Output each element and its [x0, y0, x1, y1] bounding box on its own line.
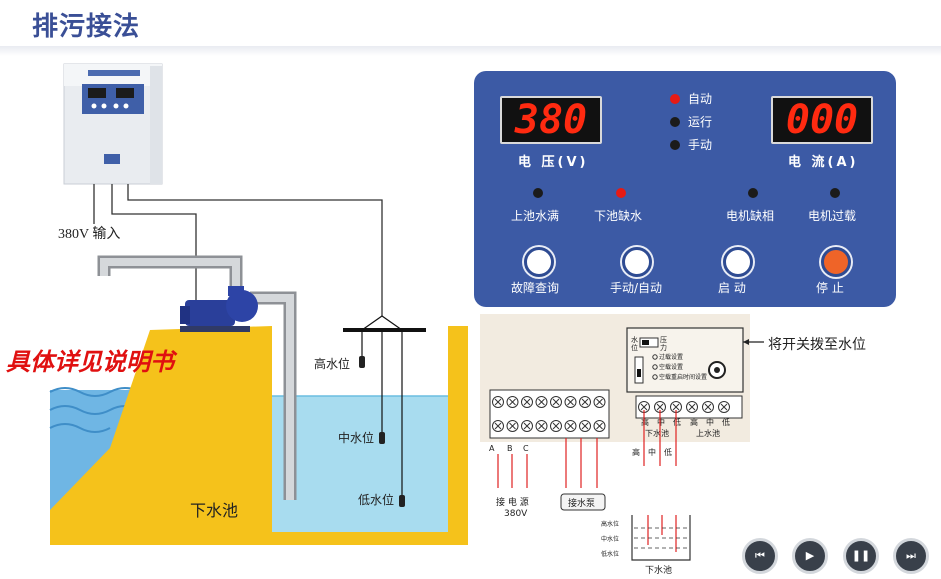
mid-level-label: 中水位 [338, 430, 374, 445]
fault-query-button[interactable] [524, 247, 554, 277]
current-display: 000 [771, 96, 873, 144]
manual-label: 手动 [688, 136, 712, 153]
probe-low: 低 [664, 447, 672, 457]
setting-noload: 空载设置 [659, 363, 683, 371]
pause-button[interactable]: ❚❚ [843, 538, 879, 574]
switch-top-label: 水 [631, 335, 638, 344]
fault-query-label: 故障查询 [511, 279, 559, 296]
power-label: 接 电 源 [496, 496, 529, 508]
wire-pump [112, 184, 196, 300]
setting-overload: 过载设置 [659, 353, 683, 361]
setting-restart: 空载重启时间设置 [659, 373, 707, 381]
power-terminals [490, 390, 609, 438]
tank [632, 515, 690, 560]
voltage-label: 电 压(V) [518, 151, 588, 170]
lower-short-label: 下池缺水 [594, 207, 642, 224]
overload-label: 电机过载 [808, 207, 856, 224]
phase-loss-label: 电机缺相 [726, 207, 774, 224]
stop-button[interactable] [821, 247, 851, 277]
tank-water [634, 528, 688, 548]
upper-full-indicator [533, 188, 543, 198]
controller-box [64, 64, 162, 184]
switch-right-top-label: 压 [660, 336, 667, 344]
phase-loss-indicator [748, 188, 758, 198]
high-level-label: 高水位 [314, 356, 350, 371]
term-lower-high: 高 [641, 417, 649, 427]
skip-back-icon: ⏮ [745, 541, 775, 571]
sensor-terminals [636, 396, 742, 418]
page-title: 排污接法 [32, 6, 140, 43]
media-controls: ⏮ ▶ ❚❚ ⏭ [740, 536, 930, 574]
manual-note: 具体详见说明书 [5, 348, 178, 376]
tank-label: 下水池 [645, 564, 672, 576]
term-upper-mid: 中 [706, 417, 714, 427]
stop-label: 停 止 [816, 279, 844, 296]
term-upper-low: 低 [722, 417, 730, 427]
group-lower-label: 下水池 [645, 428, 669, 438]
float-mid [379, 432, 385, 444]
probe-mid: 中 [648, 447, 656, 457]
term-upper-high: 高 [690, 417, 698, 427]
phase-a: A [489, 444, 495, 453]
phase-c: C [523, 444, 529, 453]
skip-forward-button[interactable]: ⏭ [893, 538, 929, 574]
term-lower-low: 低 [673, 417, 681, 427]
control-panel: 380 000 电 压(V) 电 流(A) 自动 运行 手动 上池水满 下池缺水… [474, 71, 896, 307]
run-label: 运行 [688, 113, 712, 130]
low-level-label: 低水位 [358, 492, 394, 507]
tank-high: 高水位 [601, 520, 619, 528]
group-upper-label: 上水池 [696, 428, 720, 438]
pool-water [272, 396, 448, 532]
current-label: 电 流(A) [788, 151, 858, 170]
switch-bottom-label: 位 [631, 343, 638, 352]
play-button[interactable]: ▶ [792, 538, 828, 574]
pump-label: 接水泵 [568, 497, 595, 509]
start-button[interactable] [723, 247, 753, 277]
pause-icon: ❚❚ [846, 541, 876, 571]
skip-back-button[interactable]: ⏮ [742, 538, 778, 574]
tank-low: 低水位 [601, 550, 619, 558]
skip-forward-icon: ⏭ [896, 541, 926, 571]
drainage-scene: 380V 输入 高水位 中水位 低水位 下水池 具体详见说明书 [0, 60, 470, 579]
start-label: 启 动 [718, 279, 746, 296]
manual-auto-label: 手动/自动 [610, 279, 662, 296]
probe-high: 高 [632, 447, 640, 457]
term-lower-mid: 中 [657, 417, 665, 427]
play-icon: ▶ [795, 541, 825, 571]
manual-auto-button[interactable] [622, 247, 652, 277]
run-indicator [670, 117, 680, 127]
manual-indicator [670, 140, 680, 150]
phase-b: B [507, 444, 513, 453]
overload-indicator [830, 188, 840, 198]
auto-indicator [670, 94, 680, 104]
lower-short-indicator [616, 188, 626, 198]
float-low [399, 495, 405, 507]
title-underline [0, 46, 941, 56]
pool-label: 下水池 [190, 501, 238, 520]
input-label: 380V 输入 [58, 226, 120, 242]
outlet-pipe [104, 262, 236, 290]
voltage-display: 380 [500, 96, 602, 144]
pump [180, 286, 258, 332]
float-high [359, 356, 365, 368]
wiring-diagram: 水 位 压 力 过载设置 空载设置 空载重启时间设置 高 中 低 高 中 低 下… [480, 314, 780, 579]
auto-label: 自动 [688, 90, 712, 107]
upper-full-label: 上池水满 [511, 207, 559, 224]
switch-callout: 将开关拨至水位 [768, 334, 866, 354]
switch-right-bottom-label: 力 [660, 343, 667, 352]
tank-mid: 中水位 [601, 535, 619, 543]
mode-switch[interactable] [642, 340, 649, 345]
power-voltage: 380V [504, 509, 528, 519]
